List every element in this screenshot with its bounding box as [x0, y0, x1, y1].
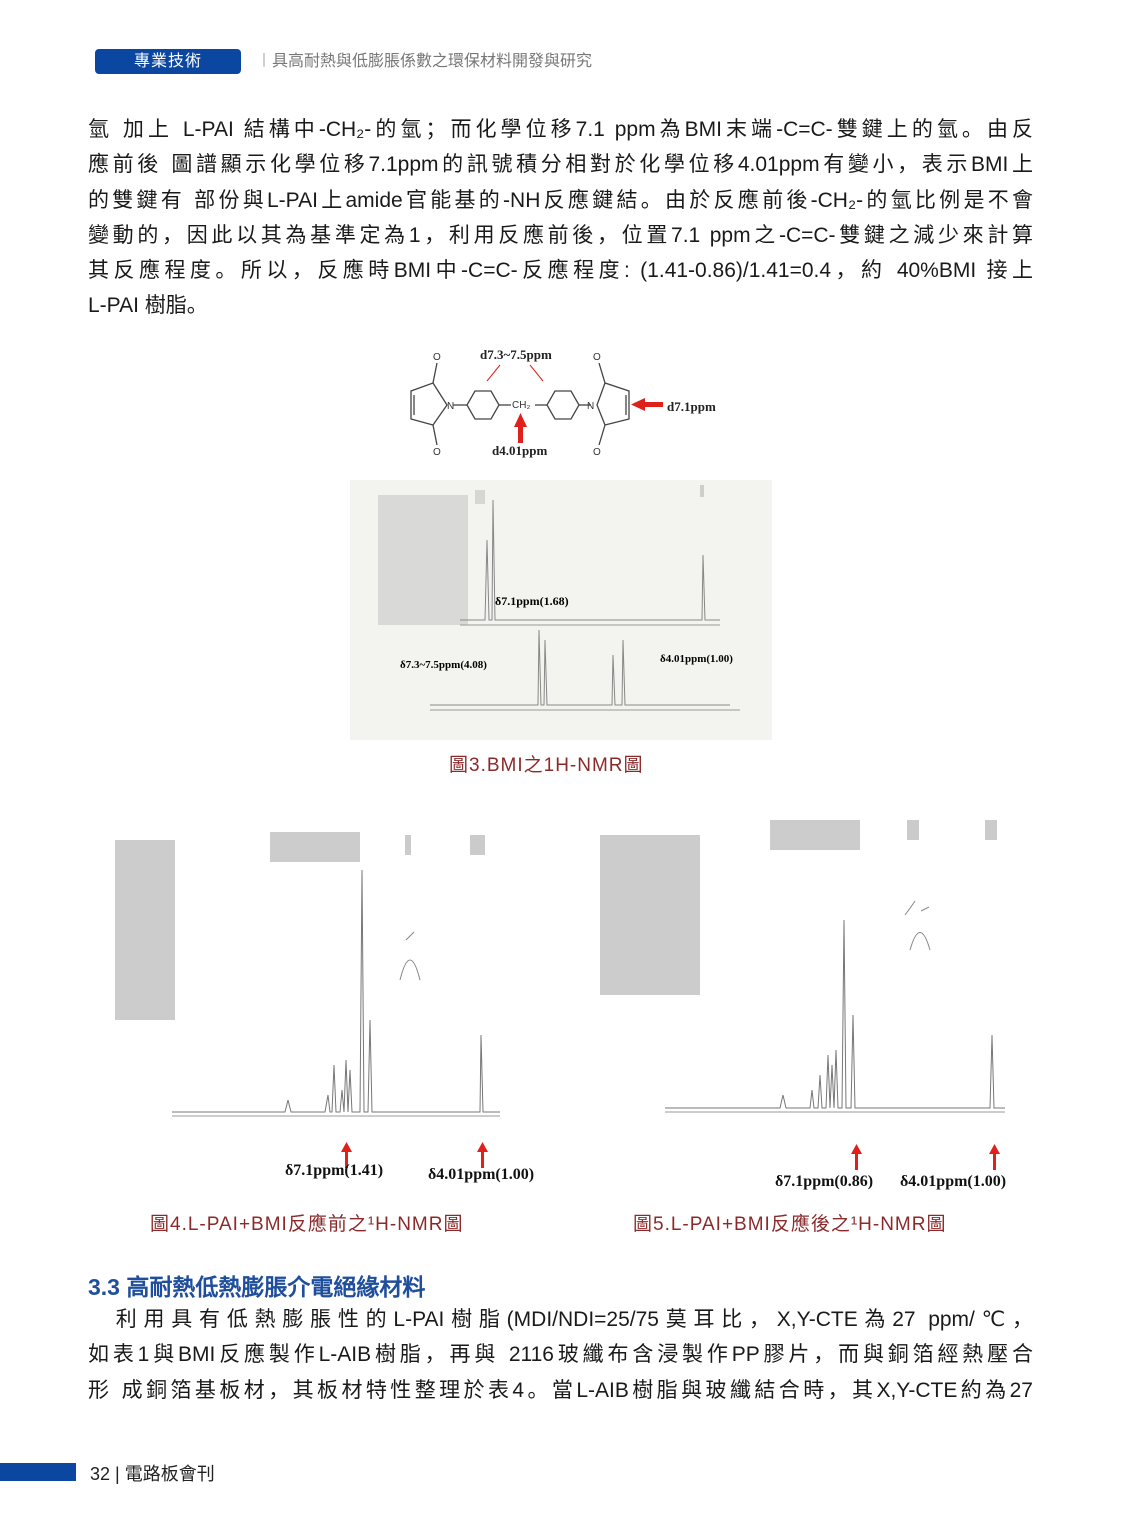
- aromatic-integral-label: δ7.3~7.5ppm(4.08): [400, 659, 487, 671]
- text-line: 如表1與BMI反應製作L-AIB樹脂，再與 2116玻纖布含浸製作PP膠片，而與…: [88, 1343, 1033, 1367]
- running-title: ︱具高耐熱與低膨脹係數之環保材料開發與研究: [256, 53, 593, 70]
- text-line: 變動的，因此以其為基準定為1，利用反應前後，位置7.1 ppm之-C=C-雙鍵之…: [88, 223, 1033, 247]
- text-line: 應前後 圖譜顯示化學位移7.1ppm的訊號積分相對於化學位移4.01ppm有變小…: [88, 153, 1033, 177]
- figure-5-caption: 圖5.L-PAI+BMI反應後之¹H-NMR圖: [633, 1214, 947, 1235]
- figure-3-caption: 圖3.BMI之1H-NMR圖: [449, 755, 644, 776]
- text-line: 的雙鍵有 部份與L-PAI上amide官能基的-NH反應鍵結。由於反應前後-CH…: [88, 188, 1033, 212]
- fig5-vinyl-label: δ7.1ppm(0.86): [775, 1173, 874, 1190]
- nitrogen-label: N: [587, 401, 594, 412]
- oxygen-label: O: [593, 352, 601, 363]
- oxygen-label: O: [433, 352, 441, 363]
- figure-4-caption: 圖4.L-PAI+BMI反應前之¹H-NMR圖: [150, 1214, 464, 1235]
- bmi-nmr-spectrum: δ7.1ppm(1.68) δ7.3~7.5ppm(4.08) δ4.01ppm…: [350, 480, 772, 740]
- bmi-structure-diagram: N N O O O O CH₂ d7.3~7.5ppm d7.1ppm d4.0…: [410, 347, 716, 458]
- fig4-arrows: [341, 1142, 488, 1168]
- fig4-nmr-spectrum: [115, 832, 500, 1117]
- text-line: L-PAI 樹脂。: [88, 294, 208, 318]
- oxygen-label: O: [593, 447, 601, 458]
- footer: 32 | 電路板會刊: [90, 1460, 215, 1486]
- nitrogen-label: N: [447, 401, 454, 412]
- fig5-ch2-label: δ4.01ppm(1.00): [900, 1173, 1007, 1190]
- ch2-shift-label: d4.01ppm: [492, 443, 547, 458]
- section-badge: 專業技術: [95, 49, 241, 74]
- fig5-nmr-spectrum: [600, 820, 1005, 1113]
- fig4-ch2-label: δ4.01ppm(1.00): [428, 1166, 535, 1183]
- fig4-vinyl-label: δ7.1ppm(1.41): [285, 1162, 384, 1179]
- paragraph-2: 利用具有低熱膨脹性的L-PAI樹脂(MDI/NDI=25/75莫耳比，X,Y-C…: [88, 1302, 1033, 1408]
- section-heading: 3.3 高耐熱低熱膨脹介電絕緣材料: [88, 1274, 426, 1300]
- footer-bar: [0, 1463, 76, 1481]
- footer-separator: |: [115, 1464, 120, 1484]
- oxygen-label: O: [433, 447, 441, 458]
- paragraph-1: 氫 加上 L-PAI 結構中-CH₂-的氫；而化學位移7.1 ppm為BMI末端…: [88, 112, 1033, 324]
- text-line: 氫 加上 L-PAI 結構中-CH₂-的氫；而化學位移7.1 ppm為BMI末端…: [88, 118, 1033, 141]
- vinyl-shift-label: d7.1ppm: [667, 399, 716, 414]
- text-line: 其反應程度。所以，反應時BMI中-C=C-反應程度: (1.41-0.86)/1…: [88, 259, 1033, 283]
- journal-name: 電路板會刊: [124, 1464, 215, 1484]
- ch2-integral-label: δ4.01ppm(1.00): [660, 653, 733, 665]
- vinyl-integral-label: δ7.1ppm(1.68): [495, 594, 569, 608]
- ch2-label: CH₂: [512, 400, 530, 411]
- page-number: 32: [90, 1464, 111, 1484]
- text-line: 利用具有低熱膨脹性的L-PAI樹脂(MDI/NDI=25/75莫耳比，X,Y-C…: [88, 1308, 1033, 1331]
- aromatic-shift-label: d7.3~7.5ppm: [480, 347, 552, 362]
- fig5-arrows: [851, 1144, 1000, 1170]
- text-line: 形 成銅箔基板材，其板材特性整理於表4。當L-AIB樹脂與玻纖結合時，其X,Y-…: [88, 1378, 1033, 1402]
